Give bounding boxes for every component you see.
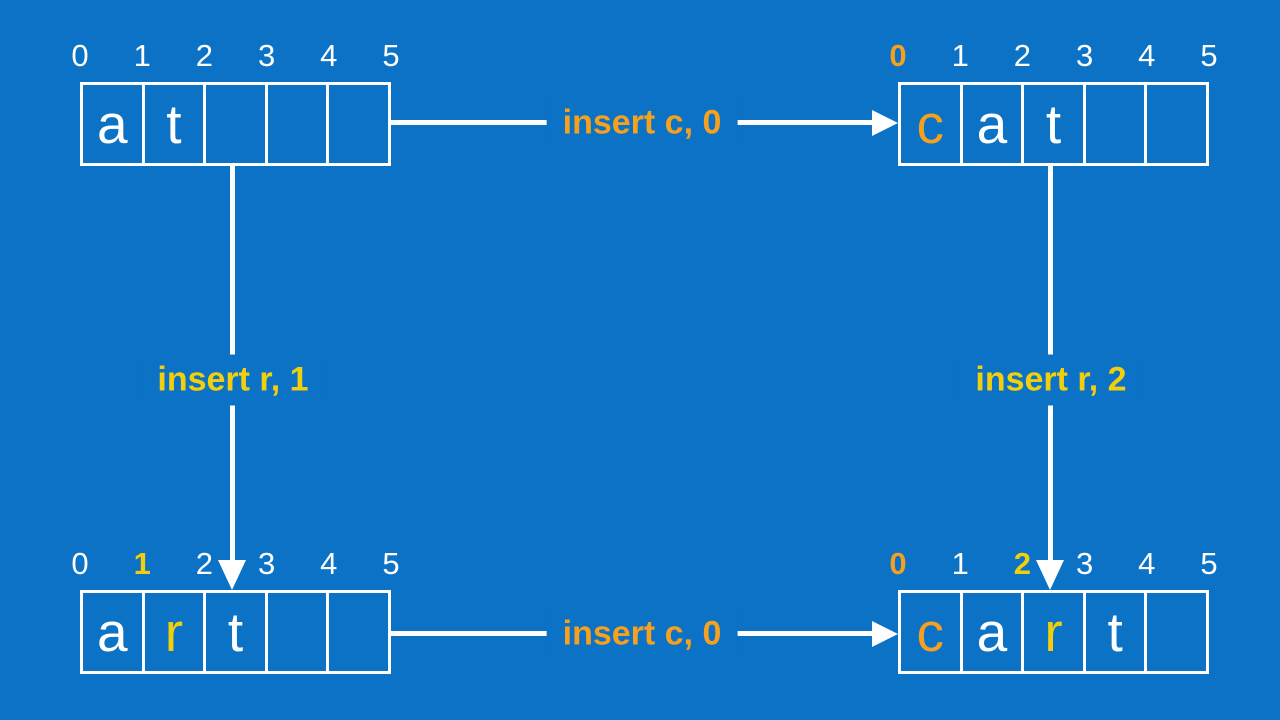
arrow-head: [1036, 560, 1064, 590]
index-label: 2: [195, 38, 214, 73]
index-label: 0: [71, 38, 89, 73]
arrow-label: insert c, 0: [546, 608, 738, 660]
arrow-head: [872, 110, 898, 136]
array-cell: c: [901, 593, 963, 671]
index-row: 0 1 2 3 4 5: [71, 38, 399, 73]
index-label: 3: [257, 38, 276, 73]
array-cell: t: [1086, 593, 1148, 671]
index-label: 2: [1013, 546, 1032, 581]
array-box: c a t: [898, 82, 1209, 166]
array-bottom-right: 0 1 2 3 4 5 c a r t: [889, 546, 1218, 674]
array-cell: c: [901, 85, 963, 163]
index-label: 1: [133, 38, 151, 73]
index-label: 5: [382, 38, 400, 73]
array-cell: [329, 85, 388, 163]
arrow-label: insert c, 0: [546, 97, 738, 149]
array-box: a t: [80, 82, 391, 166]
index-label: 1: [951, 38, 969, 73]
index-label: 5: [1200, 38, 1218, 73]
array-cell: [1086, 85, 1148, 163]
array-cell: t: [145, 85, 207, 163]
array-cell: [268, 593, 330, 671]
arrow-head: [872, 621, 898, 647]
index-row: 0 1 2 3 4 5: [889, 38, 1217, 73]
array-cell: t: [1024, 85, 1086, 163]
index-label: 5: [382, 546, 400, 581]
array-cell: a: [83, 85, 145, 163]
array-bottom-left: 0 1 2 3 4 5 a r t: [71, 546, 400, 674]
index-label: 3: [1075, 546, 1094, 581]
index-label: 4: [1138, 546, 1156, 581]
array-cell: t: [206, 593, 268, 671]
index-label: 0: [889, 546, 907, 581]
index-label: 2: [195, 546, 214, 581]
index-label: 4: [320, 38, 338, 73]
index-label: 4: [320, 546, 338, 581]
array-cell: [268, 85, 330, 163]
array-cell: r: [145, 593, 207, 671]
index-label: 4: [1138, 38, 1156, 73]
array-cell: [329, 593, 388, 671]
index-label: 5: [1200, 546, 1218, 581]
array-cell: [206, 85, 268, 163]
index-label: 2: [1013, 38, 1032, 73]
array-cell: [1147, 593, 1206, 671]
index-label: 3: [257, 546, 276, 581]
index-row: 0 1 2 3 4 5: [889, 546, 1217, 581]
index-label: 0: [889, 38, 907, 73]
array-cell: r: [1024, 593, 1086, 671]
arrow-head: [218, 560, 246, 590]
index-label: 3: [1075, 38, 1094, 73]
array-top-right: 0 1 2 3 4 5 c a t: [889, 38, 1218, 166]
array-cell: a: [83, 593, 145, 671]
array-top-left: 0 1 2 3 4 5 a t: [71, 38, 400, 166]
array-cell: a: [963, 85, 1025, 163]
array-box: c a r t: [898, 590, 1209, 674]
array-cell: [1147, 85, 1206, 163]
index-label: 1: [133, 546, 151, 581]
index-row: 0 1 2 3 4 5: [71, 546, 399, 581]
array-box: a r t: [80, 590, 391, 674]
arrow-label: insert r, 2: [959, 354, 1143, 406]
index-label: 0: [71, 546, 89, 581]
index-label: 1: [951, 546, 969, 581]
arrow-label: insert r, 1: [141, 354, 325, 406]
array-cell: a: [963, 593, 1025, 671]
